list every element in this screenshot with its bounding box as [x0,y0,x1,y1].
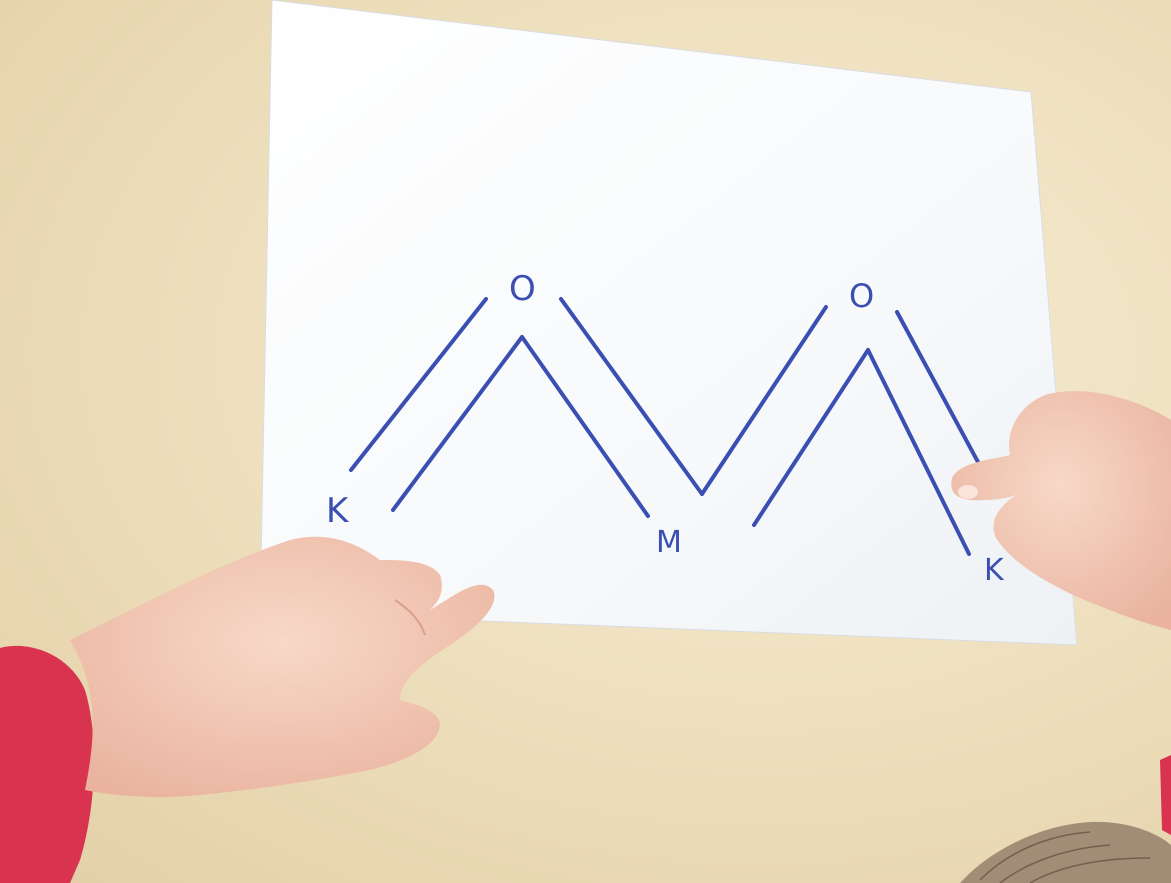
left-sleeve [0,645,95,883]
paper-sheet [259,0,1078,646]
right-hand [951,391,1171,630]
letter-m-middle: M [656,525,682,560]
inner-zigzag [391,335,971,556]
right-fingernail [958,485,978,499]
letter-o-left: O [509,269,536,309]
letter-o-right: O [849,277,875,315]
left-knuckle-line [394,599,426,636]
hair-strands [979,831,1151,883]
left-hand [70,536,495,798]
outer-zigzag [349,297,980,496]
letter-k-right: K [984,553,1004,588]
letter-k-left: K [326,491,349,531]
right-sleeve [1160,755,1171,835]
